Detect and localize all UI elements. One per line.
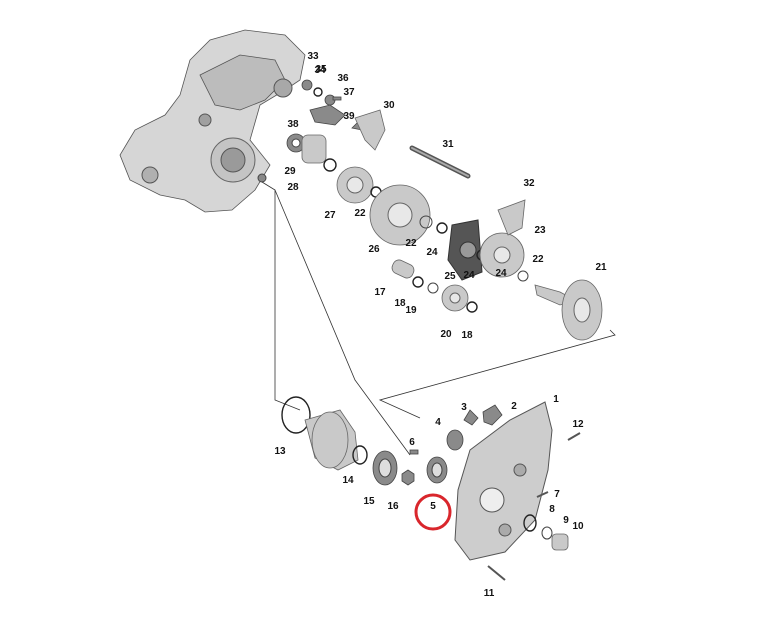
callout-18: 18 (394, 298, 406, 309)
callout-13: 13 (274, 446, 286, 457)
callout-31: 31 (442, 139, 454, 150)
callout-4: 4 (435, 417, 441, 428)
callout-16: 16 (387, 501, 399, 512)
callout-25: 25 (444, 271, 456, 282)
shift-rod (409, 145, 471, 179)
callout-30: 30 (383, 100, 395, 111)
callout-26: 26 (368, 244, 380, 255)
callout-18: 18 (461, 330, 473, 341)
callout-5: 5 (430, 501, 436, 512)
callout-37: 37 (343, 87, 355, 98)
highlight-circle (414, 493, 452, 531)
callout-22: 22 (532, 254, 544, 265)
callout-21: 21 (595, 262, 607, 273)
callout-2: 2 (511, 401, 517, 412)
callout-22: 22 (354, 208, 366, 219)
callout-23: 23 (534, 225, 546, 236)
callout-38: 38 (287, 119, 299, 130)
callout-35: 35 (315, 64, 327, 75)
callout-6: 6 (409, 437, 415, 448)
cover-assembly (281, 396, 581, 581)
callout-32: 32 (523, 178, 535, 189)
callout-27: 27 (324, 210, 336, 221)
callout-10: 10 (572, 521, 584, 532)
callout-36: 36 (337, 73, 349, 84)
callout-9: 9 (563, 515, 569, 526)
callout-7: 7 (554, 489, 560, 500)
callout-15: 15 (363, 496, 375, 507)
callout-24: 24 (463, 270, 475, 281)
gear-train (336, 166, 603, 341)
callout-33: 33 (307, 51, 319, 62)
callout-39: 39 (343, 111, 355, 122)
reference-lines (261, 181, 616, 456)
callout-34: 34 (314, 65, 326, 76)
callout-12: 12 (572, 419, 584, 430)
callout-24: 24 (426, 247, 438, 258)
callout-3: 3 (461, 402, 467, 413)
callout-19: 19 (405, 305, 417, 316)
callout-17: 17 (374, 287, 386, 298)
callout-11: 11 (484, 588, 495, 599)
crankcase-half (119, 29, 306, 213)
callout-14: 14 (342, 475, 354, 486)
callout-20: 20 (440, 329, 452, 340)
callout-8: 8 (549, 504, 555, 515)
callout-24: 24 (495, 268, 507, 279)
callout-1: 1 (553, 394, 559, 405)
shift-mechanism-parts (286, 79, 386, 172)
callout-29: 29 (284, 166, 296, 177)
callout-22: 22 (405, 238, 417, 249)
callout-28: 28 (287, 182, 299, 193)
